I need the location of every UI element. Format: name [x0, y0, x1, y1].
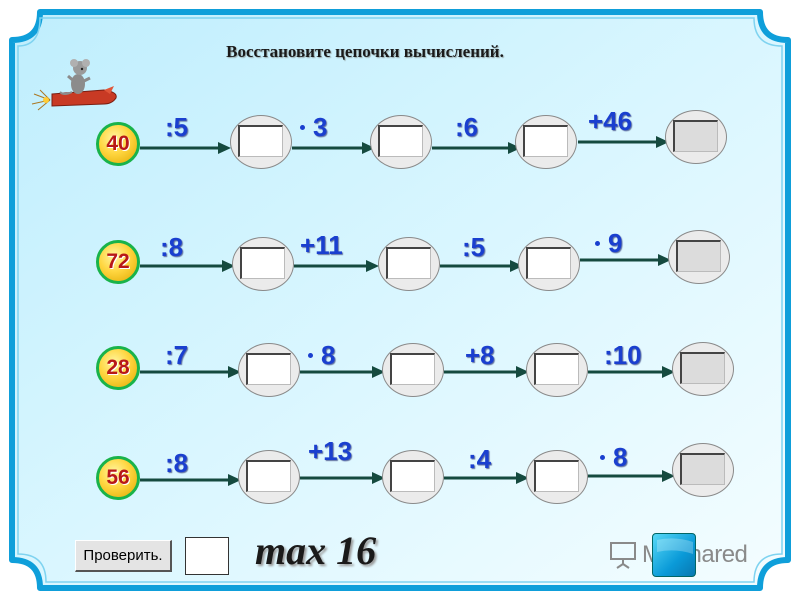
operation-label: 9	[595, 228, 622, 259]
arrow-icon	[300, 366, 385, 378]
arrow-icon	[588, 470, 675, 482]
operation-label: +11	[300, 230, 343, 260]
final-answer-input[interactable]	[680, 352, 725, 384]
answer-node	[382, 450, 444, 504]
answer-input[interactable]	[386, 247, 431, 279]
answer-input[interactable]	[240, 247, 285, 279]
answer-node	[382, 343, 444, 397]
operation-label: :6	[455, 112, 479, 142]
page-title: Восстановите цепочки вычислений.	[226, 42, 504, 61]
next-slide-button[interactable]	[652, 533, 696, 577]
final-answer-node	[665, 110, 727, 164]
answer-input[interactable]	[238, 125, 283, 157]
next-slide-icon	[657, 538, 693, 554]
chain-start-number: 72	[96, 240, 140, 284]
operation-label: :5	[165, 112, 189, 142]
mouse-rocket-icon	[31, 59, 117, 111]
operation-label: :8	[165, 448, 189, 478]
answer-node	[378, 237, 440, 291]
presentation-board-icon	[610, 542, 636, 569]
arrow-icon	[300, 472, 385, 484]
answer-input[interactable]	[534, 460, 579, 492]
arrow-icon	[432, 142, 521, 154]
final-answer-input[interactable]	[673, 120, 718, 152]
answer-node	[232, 237, 294, 291]
final-answer-input[interactable]	[680, 453, 725, 485]
arrow-icon	[444, 472, 529, 484]
arrow-icon	[140, 366, 241, 378]
operation-label: :4	[468, 444, 492, 474]
final-answer-input[interactable]	[676, 240, 721, 272]
operation-label: 3	[300, 112, 327, 143]
arrow-icon	[294, 260, 379, 272]
arrow-icon	[588, 366, 675, 378]
answer-input[interactable]	[390, 353, 435, 385]
chain-start-number: 40	[96, 122, 140, 166]
answer-input[interactable]	[523, 125, 568, 157]
answer-input[interactable]	[246, 460, 291, 492]
final-answer-node	[668, 230, 730, 284]
arrow-icon	[580, 254, 671, 266]
arrow-icon	[140, 474, 241, 486]
answer-node	[526, 343, 588, 397]
answer-node	[515, 115, 577, 169]
multiply-dot-icon	[600, 454, 605, 460]
answer-node	[238, 450, 300, 504]
answer-node	[526, 450, 588, 504]
operation-label: 8	[308, 340, 335, 371]
operation-label: 8	[600, 442, 627, 473]
check-button[interactable]: Проверить.	[75, 540, 172, 572]
max-score-label: max 16	[255, 528, 377, 573]
answer-input[interactable]	[246, 353, 291, 385]
score-field[interactable]	[185, 537, 229, 575]
operation-label: :5	[462, 232, 486, 262]
operation-label: :8	[160, 232, 184, 262]
chain-start-number: 28	[96, 346, 140, 390]
arrow-icon	[440, 260, 523, 272]
operation-label: +8	[465, 340, 495, 370]
operation-label: +13	[308, 436, 353, 466]
answer-node	[230, 115, 292, 169]
answer-node	[370, 115, 432, 169]
multiply-dot-icon	[300, 124, 305, 130]
answer-input[interactable]	[534, 353, 579, 385]
multiply-dot-icon	[595, 240, 600, 246]
answer-input[interactable]	[378, 125, 423, 157]
arrow-icon	[578, 136, 669, 148]
arrow-icon	[444, 366, 529, 378]
arrow-icon	[140, 142, 231, 154]
final-answer-node	[672, 342, 734, 396]
answer-input[interactable]	[390, 460, 435, 492]
arrow-icon	[292, 142, 375, 154]
answer-node	[518, 237, 580, 291]
operation-label: :10	[604, 340, 642, 370]
answer-input[interactable]	[526, 247, 571, 279]
chain-start-number: 56	[96, 456, 140, 500]
arrow-icon	[140, 260, 235, 272]
answer-node	[238, 343, 300, 397]
operation-label: :7	[165, 340, 189, 370]
operation-label: +46	[588, 106, 633, 136]
final-answer-node	[672, 443, 734, 497]
multiply-dot-icon	[308, 352, 313, 358]
